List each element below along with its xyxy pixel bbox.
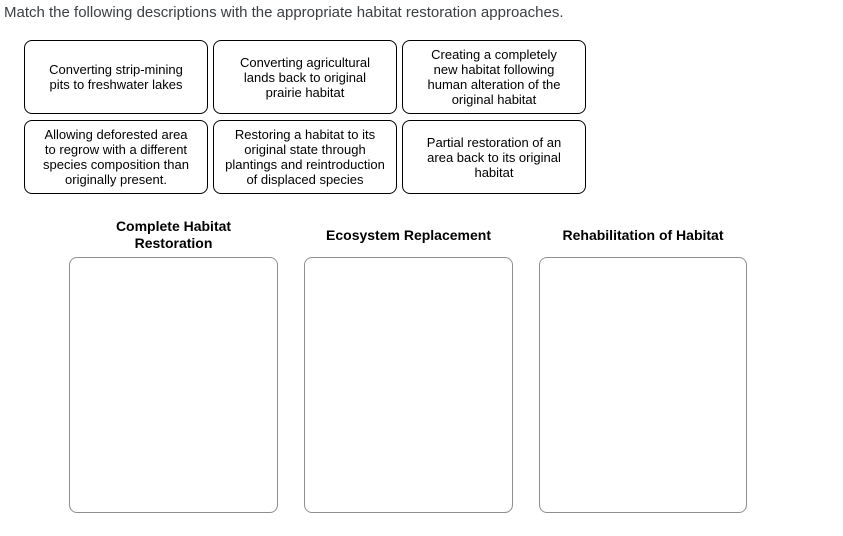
category-label-ecosystem-replacement: Ecosystem Replacement [326,226,491,243]
category-label-rehabilitation-of-habitat: Rehabilitation of Habitat [562,226,724,243]
description-card-1[interactable]: Converting strip-mining pits to freshwat… [24,40,208,114]
category-column-complete-habitat-restoration: Complete Habitat Restoration [69,213,278,513]
category-column-rehabilitation-of-habitat: Rehabilitation of Habitat [539,213,747,513]
description-card-4[interactable]: Allowing deforested area to regrow with … [24,120,208,194]
instructions-text: Match the following descriptions with th… [4,4,564,21]
description-card-5[interactable]: Restoring a habitat to its original stat… [213,120,397,194]
description-card-grid: Converting strip-mining pits to freshwat… [24,40,586,194]
category-column-ecosystem-replacement: Ecosystem Replacement [304,213,513,513]
category-label-complete-habitat-restoration: Complete Habitat Restoration [115,218,232,251]
description-card-3[interactable]: Creating a completely new habitat follow… [402,40,586,114]
category-columns: Complete Habitat Restoration Ecosystem R… [69,213,747,513]
drop-zone-rehabilitation-of-habitat[interactable] [539,257,747,513]
description-card-6[interactable]: Partial restoration of an area back to i… [402,120,586,194]
description-card-2[interactable]: Converting agricultural lands back to or… [213,40,397,114]
drop-zone-complete-habitat-restoration[interactable] [69,257,278,513]
drop-zone-ecosystem-replacement[interactable] [304,257,513,513]
